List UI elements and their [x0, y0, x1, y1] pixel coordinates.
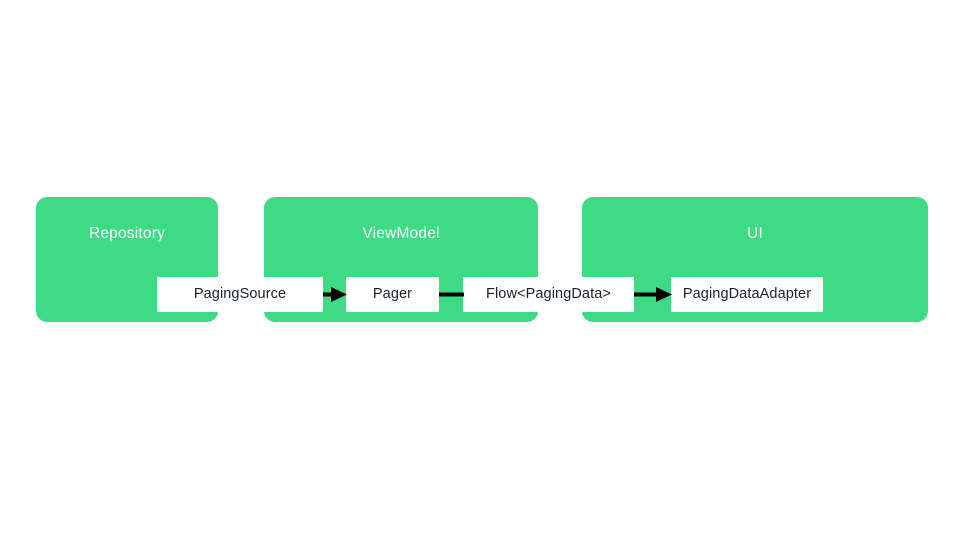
- layer-viewmodel-label: ViewModel: [362, 225, 440, 242]
- layer-repository-label: Repository: [88, 225, 166, 242]
- layer-repository: Repository: [36, 197, 218, 322]
- node-pagingsource: PagingSource: [157, 277, 323, 312]
- arrow-right-icon: [323, 287, 347, 302]
- node-pager-label: Pager: [372, 286, 413, 302]
- connector-flow-to-pagingdataadapter: [634, 277, 672, 312]
- layer-ui-label: UI: [747, 225, 763, 242]
- node-pager: Pager: [346, 277, 439, 312]
- node-flow-pagingdata: Flow<PagingData>: [463, 277, 634, 312]
- line-horizontal-icon: [439, 292, 464, 297]
- node-pagingdataadapter-label: PagingDataAdapter: [682, 286, 812, 302]
- arrow-right-icon: [634, 287, 672, 302]
- connector-pager-to-flow: [439, 277, 464, 312]
- node-pagingdataadapter: PagingDataAdapter: [671, 277, 823, 312]
- node-pagingsource-label: PagingSource: [193, 286, 287, 302]
- connector-pagingsource-to-pager: [323, 277, 347, 312]
- node-flow-pagingdata-label: Flow<PagingData>: [486, 286, 611, 302]
